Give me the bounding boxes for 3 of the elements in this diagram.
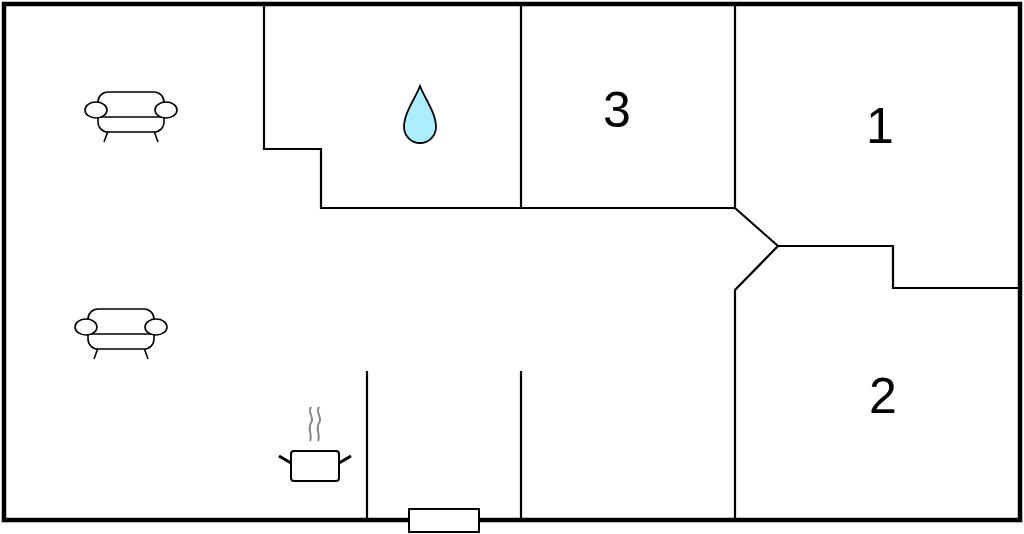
- room-number: 3: [603, 85, 631, 135]
- room-number: 2: [869, 371, 897, 421]
- room-number: 1: [866, 101, 894, 151]
